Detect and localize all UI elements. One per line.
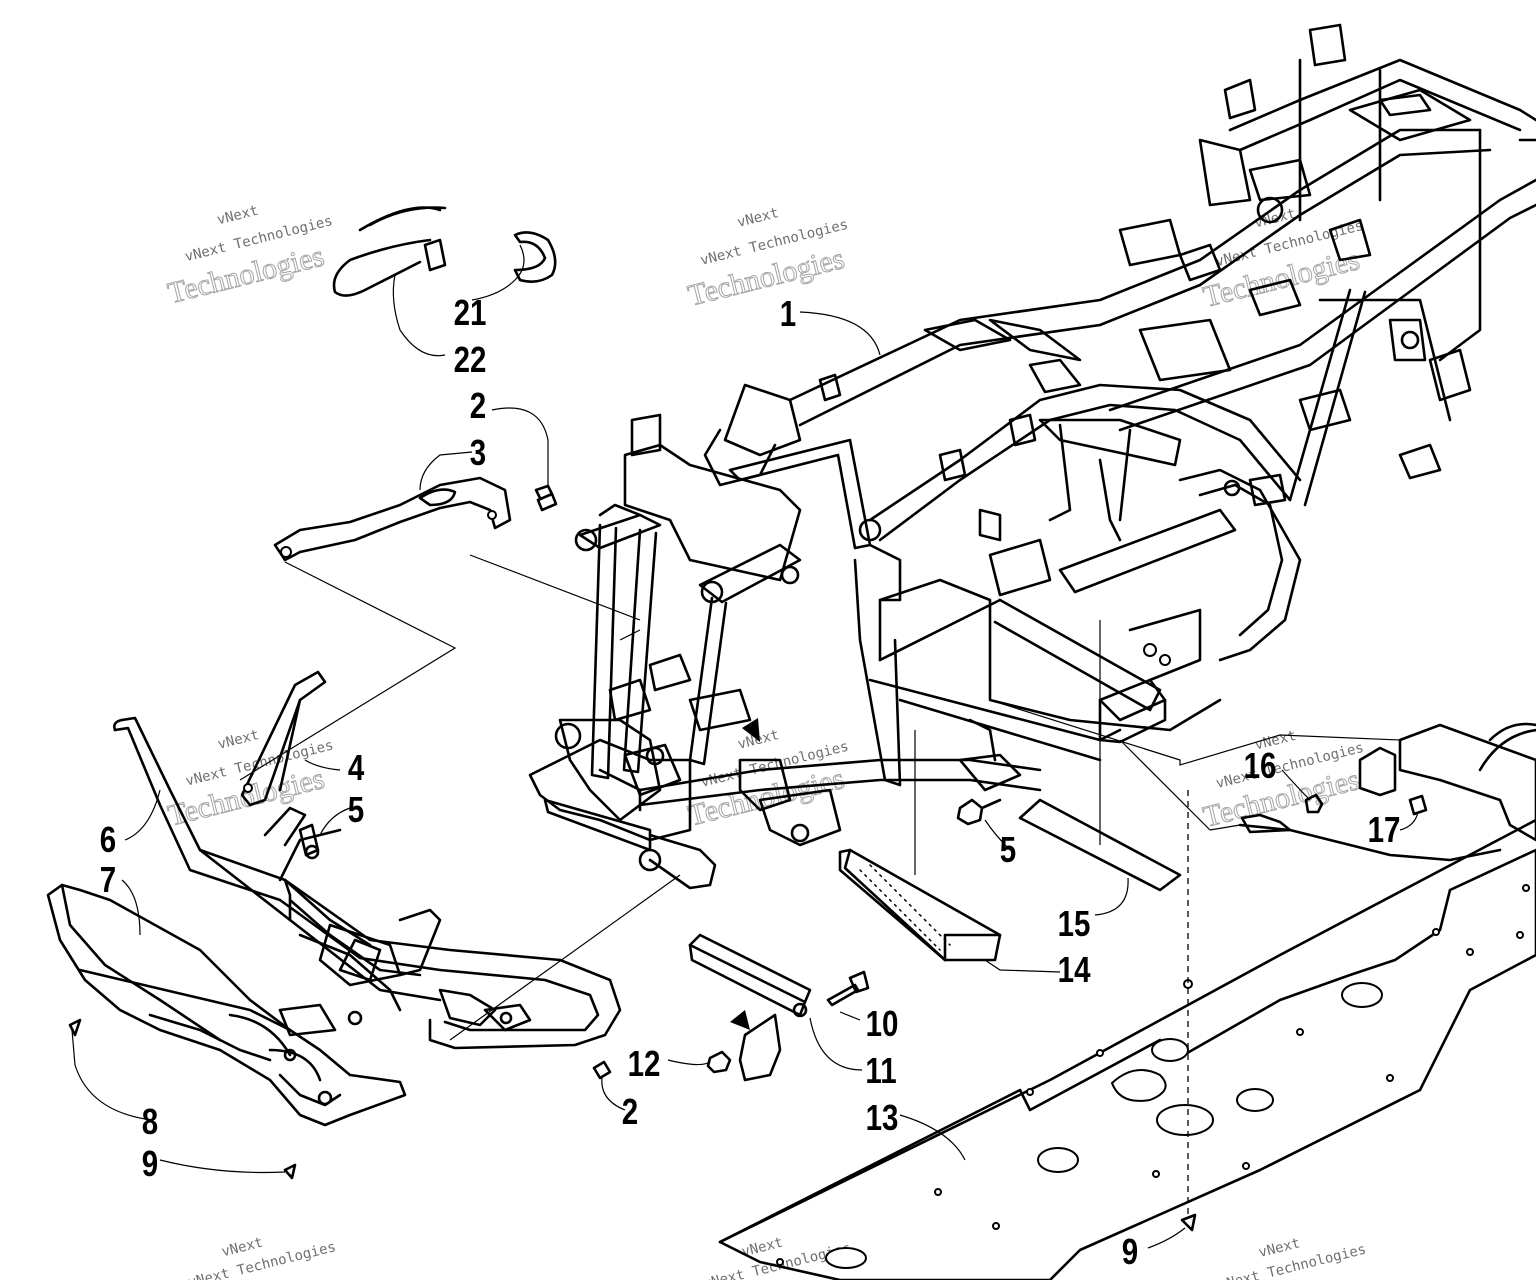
skid-plate [718,818,1536,1280]
callout-11: 11 [865,1050,896,1090]
front-bracket [273,476,512,562]
callout-6: 6 [100,819,116,859]
callout-15: 15 [1058,903,1091,943]
foam-strip [1018,798,1182,892]
rear-bracket-plate [1238,722,1536,862]
watermark-brand: vNext [215,203,260,229]
watermark-brand: vNext [220,1235,265,1261]
front-bumper [113,716,622,1050]
watermark-bottom-center: vNext vNext Technologies [702,1235,853,1280]
callout-7: 7 [100,859,116,899]
watermark-brand: vNext [736,205,781,231]
watermark-brand: vNext [1257,1235,1302,1261]
callout-16: 16 [1244,745,1277,785]
callout-8: 8 [142,1101,158,1141]
callout-1: 1 [780,293,796,333]
callout-5-mid: 5 [1000,829,1016,869]
cable-ties [332,206,557,297]
callout-5-left: 5 [348,789,364,829]
watermark-bottom-right: vNext vNext Technologies [1217,1235,1368,1280]
callout-2-upper: 2 [470,385,486,425]
callout-17: 17 [1368,809,1401,849]
callout-4: 4 [348,747,365,787]
bumper-cover [46,883,407,1127]
mount-bracket [730,1010,782,1082]
fasteners [68,484,1428,1232]
callout-14: 14 [1058,949,1091,989]
watermark-top-center: vNext vNext Technologies Technologies [684,205,849,313]
callout-13: 13 [866,1097,899,1137]
callout-12: 12 [628,1043,661,1083]
bumper-brace [240,670,327,807]
callout-10: 10 [866,1003,899,1043]
callout-numbers: 1 21 22 2 3 4 5 6 7 8 9 2 12 10 11 13 14… [100,292,1401,1271]
callout-3: 3 [470,432,486,472]
callout-2-lower: 2 [622,1091,638,1131]
support-bar [688,933,812,1018]
leader-lines [71,244,1419,1249]
callout-22: 22 [454,339,487,379]
callout-9-bottom: 9 [1122,1231,1138,1271]
foam-block [838,848,1002,962]
callout-21: 21 [454,292,487,332]
main-frame [528,23,1536,890]
watermark-top-left: vNext vNext Technologies Technologies [164,203,334,311]
watermark-mid-right: vNext vNext Technologies Technologies [1199,728,1365,834]
watermark-brand: vNext [216,727,261,753]
callout-9-left: 9 [142,1143,158,1183]
watermark-bottom-left: vNext vNext Technologies [186,1235,337,1280]
